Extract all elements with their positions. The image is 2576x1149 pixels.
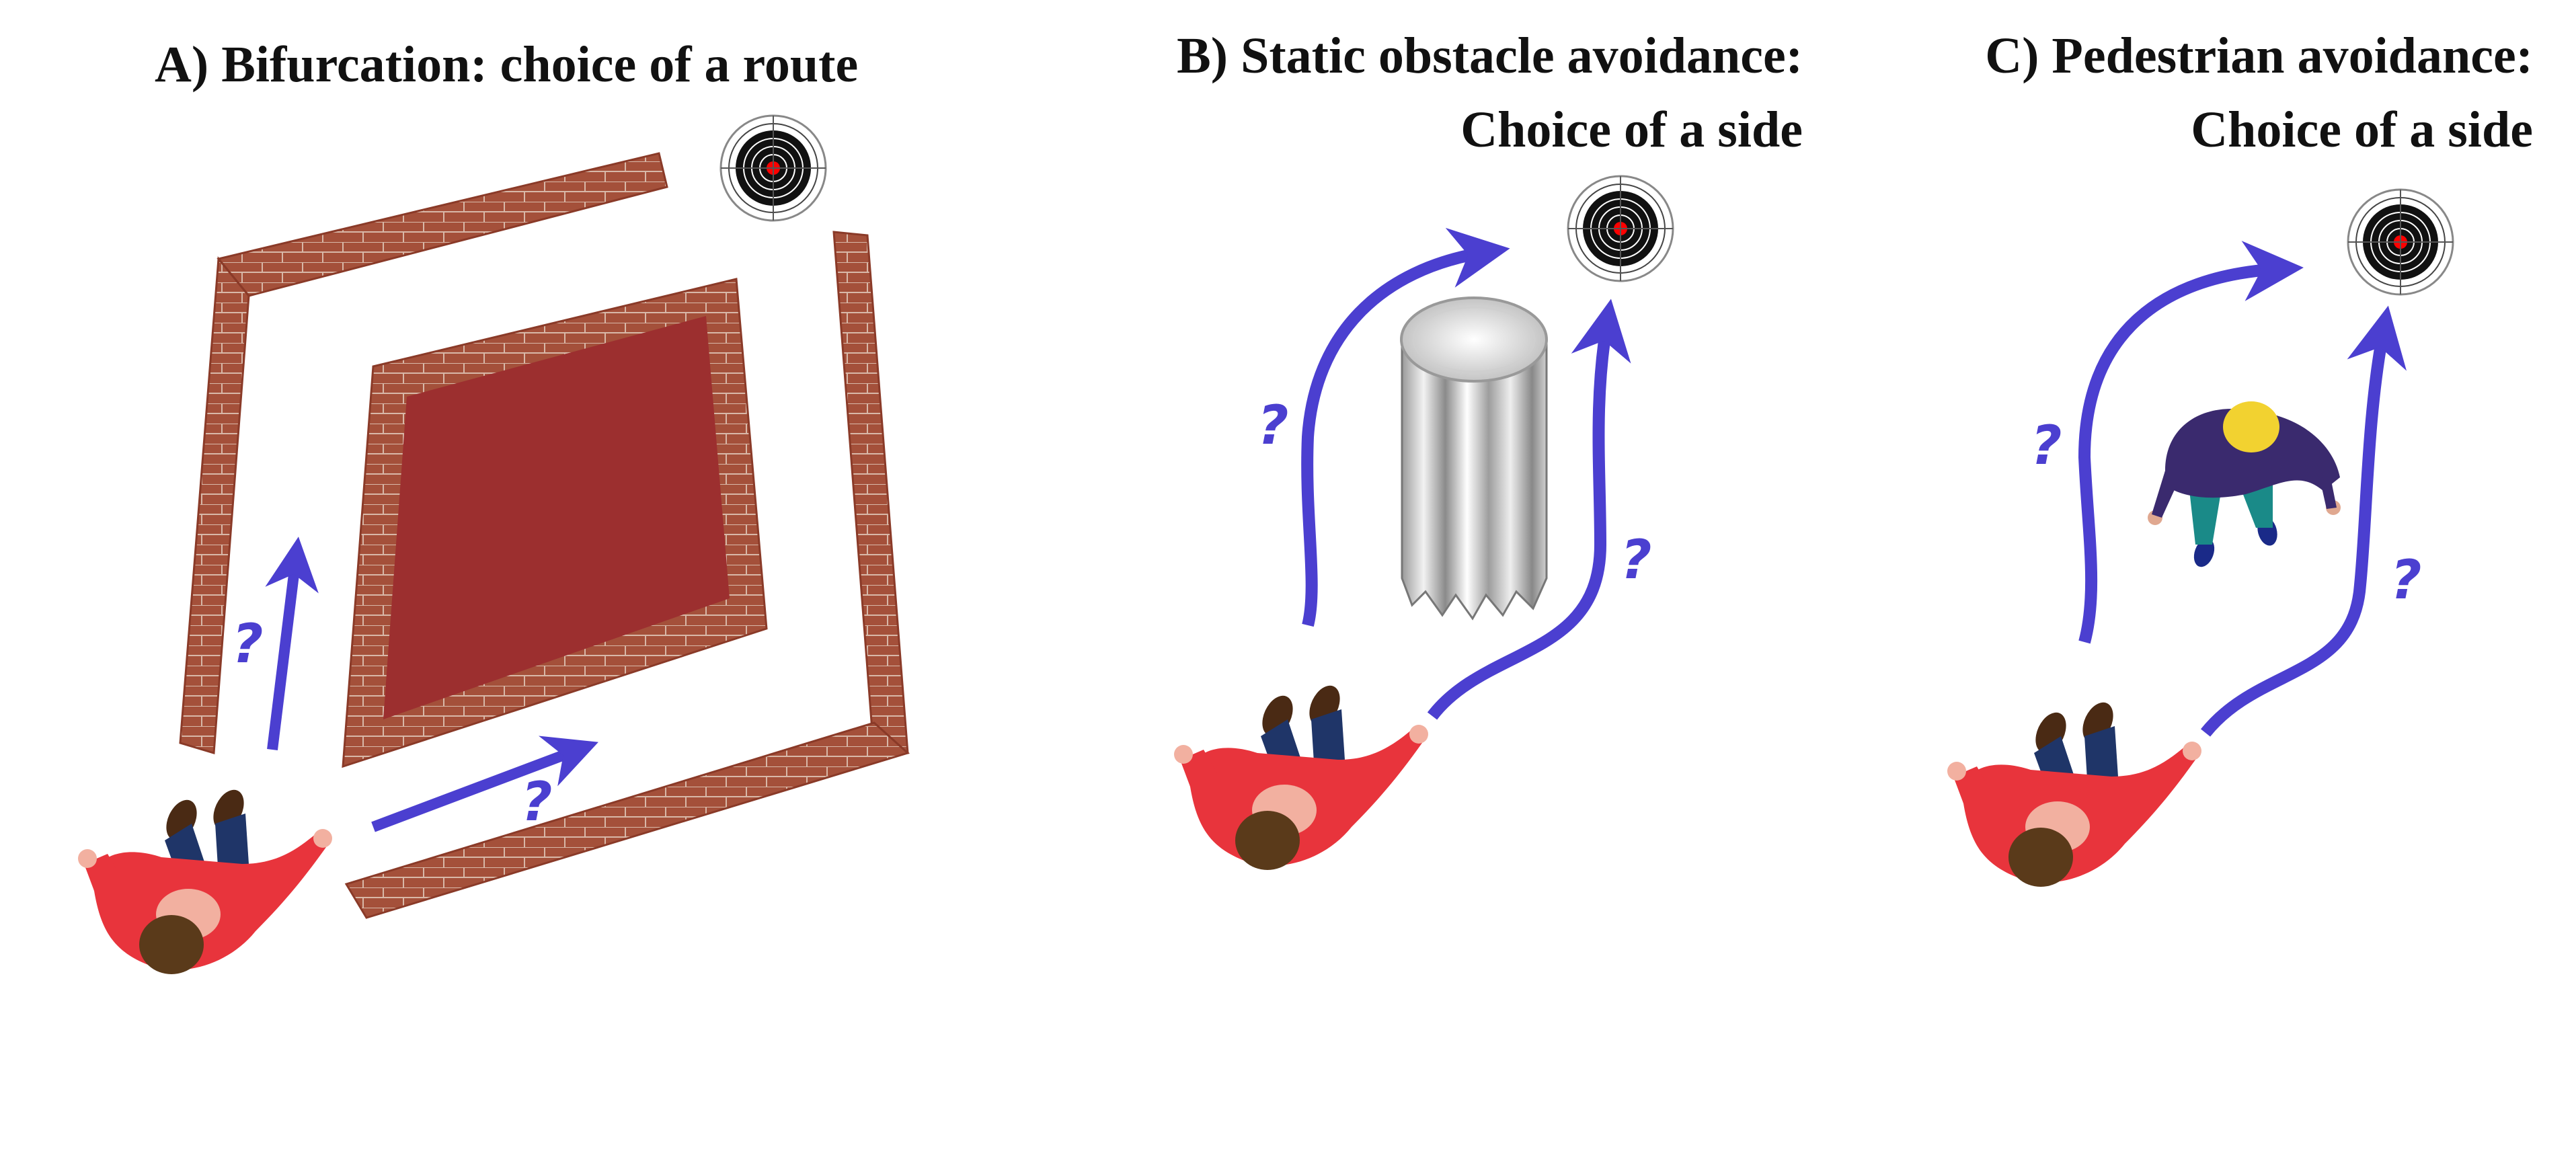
route-arrow-left — [265, 537, 319, 750]
walker-icon — [1947, 697, 2201, 887]
brick-wall-icon — [179, 256, 250, 754]
route-arrow-right — [371, 736, 598, 832]
question-mark: ? — [1257, 394, 1288, 457]
side-arrow-right — [2200, 305, 2407, 737]
panel-b: ? ? — [1174, 175, 1674, 870]
target-icon — [2347, 188, 2454, 296]
question-mark: ? — [2390, 549, 2421, 611]
question-mark: ? — [521, 770, 552, 833]
panel-c-title-line2: Choice of a side — [2191, 102, 2533, 158]
side-arrow-left — [2078, 241, 2304, 644]
panel-b-title-line1: B) Static obstacle avoidance: — [1177, 28, 1803, 84]
question-mark: ? — [232, 612, 263, 675]
question-mark: ? — [1621, 528, 1651, 591]
panel-c-title-line1: C) Pedestrian avoidance: — [1985, 28, 2533, 84]
inner-floor — [383, 316, 730, 719]
brick-wall-icon — [344, 721, 910, 919]
walker-icon — [78, 785, 332, 974]
panel-b-title-line2: Choice of a side — [1460, 102, 1803, 158]
side-arrow-right — [1427, 299, 1631, 720]
target-icon — [719, 114, 827, 222]
side-arrow-left — [1301, 227, 1510, 627]
question-mark: ? — [2031, 414, 2062, 477]
brick-wall-icon — [832, 231, 909, 758]
column-icon — [1400, 296, 1548, 621]
panel-a-title: A) Bifurcation: choice of a route — [155, 36, 859, 93]
target-icon — [1567, 175, 1674, 282]
panel-c: ? ? — [1947, 188, 2454, 887]
brick-wall-icon — [217, 152, 668, 297]
pedestrian-icon — [2148, 401, 2341, 567]
walker-icon — [1174, 680, 1428, 870]
panel-a: ? ? — [78, 114, 910, 974]
